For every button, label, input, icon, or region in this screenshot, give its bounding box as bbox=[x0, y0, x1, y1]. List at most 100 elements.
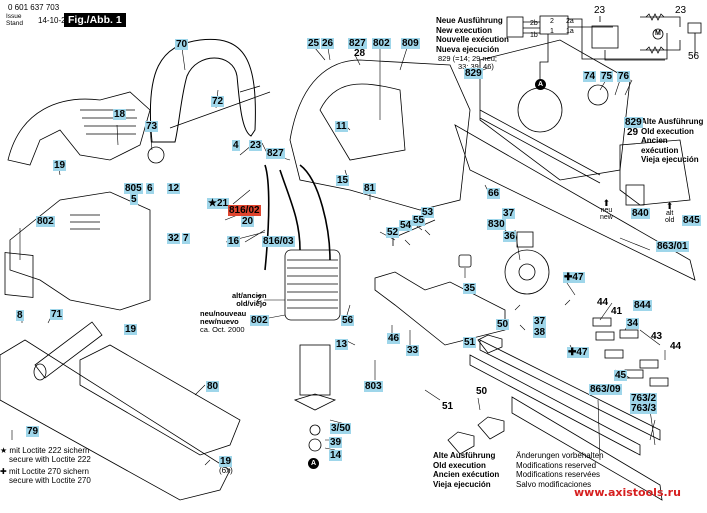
callout-44[interactable]: 44 bbox=[597, 297, 609, 308]
callout-14[interactable]: 14 bbox=[329, 450, 343, 461]
blade-763 bbox=[479, 339, 661, 441]
callout-830[interactable]: 830 bbox=[487, 219, 506, 230]
callout-19[interactable]: 19 bbox=[124, 324, 138, 335]
callout-41[interactable]: 41 bbox=[611, 306, 623, 317]
callout-829[interactable]: 829 bbox=[624, 117, 643, 128]
callout-8[interactable]: 8 bbox=[16, 310, 24, 321]
callout-15[interactable]: 15 bbox=[336, 175, 350, 186]
callout-827[interactable]: 827 bbox=[348, 38, 367, 49]
callout-72[interactable]: 72 bbox=[211, 96, 225, 107]
callout-37[interactable]: 37 bbox=[502, 208, 516, 219]
callout-39[interactable]: 39 bbox=[329, 437, 343, 448]
callout-803[interactable]: 803 bbox=[364, 381, 383, 392]
callout-34[interactable]: 34 bbox=[626, 318, 640, 329]
callout-43[interactable]: 43 bbox=[651, 331, 663, 342]
callout-26[interactable]: 26 bbox=[321, 38, 335, 49]
callout-20[interactable]: 20 bbox=[241, 216, 255, 227]
wiring-label-23: 23 bbox=[594, 5, 606, 16]
callout-802[interactable]: 802 bbox=[36, 216, 55, 227]
callout-32[interactable]: 32 bbox=[167, 233, 181, 244]
callout-80[interactable]: 80 bbox=[206, 381, 220, 392]
callout-863-09[interactable]: 863/09 bbox=[589, 384, 622, 395]
callout-3-50[interactable]: 3/50 bbox=[330, 423, 352, 434]
callout-74[interactable]: 74 bbox=[583, 71, 597, 82]
callout-50[interactable]: 50 bbox=[476, 386, 488, 397]
callout-81[interactable]: 81 bbox=[363, 183, 377, 194]
alt-arrow-note: ⬆ alt old bbox=[665, 201, 675, 225]
terminal-2a: 2a bbox=[566, 18, 574, 25]
callout-21[interactable]: ★21 bbox=[207, 198, 230, 209]
callout-37[interactable]: 37 bbox=[533, 316, 547, 327]
motor-new-note: neu/nouveau new/nuevo ca. Oct. 2000 bbox=[200, 309, 247, 334]
callout-829[interactable]: 829 bbox=[464, 68, 483, 79]
legend-loctite-270: ✚ mit Loctite 270 sichern secure with Lo… bbox=[0, 467, 91, 485]
callout-19[interactable]: 19 bbox=[219, 456, 233, 467]
callout-54[interactable]: 54 bbox=[399, 220, 413, 231]
callout-16[interactable]: 16 bbox=[227, 236, 241, 247]
callout-6[interactable]: 6 bbox=[146, 183, 154, 194]
marker-a-bottom: A bbox=[308, 458, 319, 469]
callout-50[interactable]: 50 bbox=[496, 319, 510, 330]
callout-73[interactable]: 73 bbox=[145, 121, 159, 132]
callout-863-01[interactable]: 863/01 bbox=[656, 241, 689, 252]
callout-12[interactable]: 12 bbox=[167, 183, 181, 194]
callout-35[interactable]: 35 bbox=[463, 283, 477, 294]
callout-45[interactable]: 45 bbox=[614, 370, 628, 381]
callout-18[interactable]: 18 bbox=[113, 109, 127, 120]
wiring-label-56: 56 bbox=[688, 51, 700, 62]
callout-75[interactable]: 75 bbox=[600, 71, 614, 82]
callout-76[interactable]: 76 bbox=[617, 71, 631, 82]
callout-763-3[interactable]: 763/3 bbox=[630, 403, 658, 414]
blade-863-09 bbox=[469, 354, 641, 456]
callout-52[interactable]: 52 bbox=[386, 227, 400, 238]
callout-38[interactable]: 38 bbox=[533, 327, 547, 338]
callout-25[interactable]: 25 bbox=[307, 38, 321, 49]
callout-845[interactable]: 845 bbox=[682, 215, 701, 226]
callout-816-03[interactable]: 816/03 bbox=[262, 236, 295, 247]
watermark: www.axistools.ru bbox=[574, 486, 681, 499]
callout-33[interactable]: 33 bbox=[406, 345, 420, 356]
callout-827[interactable]: 827 bbox=[266, 148, 285, 159]
callout-29[interactable]: 29 bbox=[627, 127, 639, 138]
callout-2[interactable]: 2 bbox=[256, 294, 262, 305]
callout-802[interactable]: 802 bbox=[250, 315, 269, 326]
callout-56[interactable]: 56 bbox=[341, 315, 355, 326]
callout-809[interactable]: 809 bbox=[401, 38, 420, 49]
callout-79[interactable]: 79 bbox=[26, 426, 40, 437]
callout-805[interactable]: 805 bbox=[124, 183, 143, 194]
wiring-diagram bbox=[506, 13, 702, 80]
callout-840[interactable]: 840 bbox=[631, 208, 650, 219]
callout-51[interactable]: 51 bbox=[463, 337, 477, 348]
callout-71[interactable]: 71 bbox=[50, 309, 64, 320]
callout-763-2[interactable]: 763/2 bbox=[630, 393, 658, 404]
callout-36[interactable]: 36 bbox=[503, 231, 517, 242]
callout-66[interactable]: 66 bbox=[487, 188, 501, 199]
callout-47[interactable]: ✚47 bbox=[563, 272, 585, 283]
callout-4[interactable]: 4 bbox=[232, 140, 240, 151]
callout-844[interactable]: 844 bbox=[633, 300, 652, 311]
callout-13[interactable]: 13 bbox=[335, 339, 349, 350]
callout-47[interactable]: ✚47 bbox=[567, 347, 589, 358]
callout-51[interactable]: 51 bbox=[442, 401, 454, 412]
modifications-note: Änderungen vorbehalten Modifications res… bbox=[516, 451, 604, 489]
callout-44[interactable]: 44 bbox=[670, 341, 682, 352]
callout-19[interactable]: 19 bbox=[53, 160, 67, 171]
star-icon: ★ bbox=[0, 446, 8, 455]
saw-arm-863-01 bbox=[454, 124, 696, 281]
motor-symbol: M bbox=[655, 30, 661, 37]
callout-55[interactable]: 55 bbox=[412, 215, 426, 226]
handle-70 bbox=[149, 38, 256, 143]
callout-28[interactable]: 28 bbox=[354, 48, 366, 59]
housing-802-left bbox=[9, 191, 151, 311]
callout-53[interactable]: 53 bbox=[421, 207, 435, 218]
callout-70[interactable]: 70 bbox=[175, 39, 189, 50]
callout-7[interactable]: 7 bbox=[182, 233, 190, 244]
callout-11[interactable]: 11 bbox=[335, 121, 348, 132]
base-79 bbox=[0, 339, 231, 501]
callout-46[interactable]: 46 bbox=[387, 333, 401, 344]
tube-71 bbox=[34, 321, 103, 379]
callout-23[interactable]: 23 bbox=[249, 140, 263, 151]
callout-5[interactable]: 5 bbox=[130, 194, 138, 205]
callout-816-02[interactable]: 816/02 bbox=[228, 205, 261, 216]
callout-802[interactable]: 802 bbox=[372, 38, 391, 49]
